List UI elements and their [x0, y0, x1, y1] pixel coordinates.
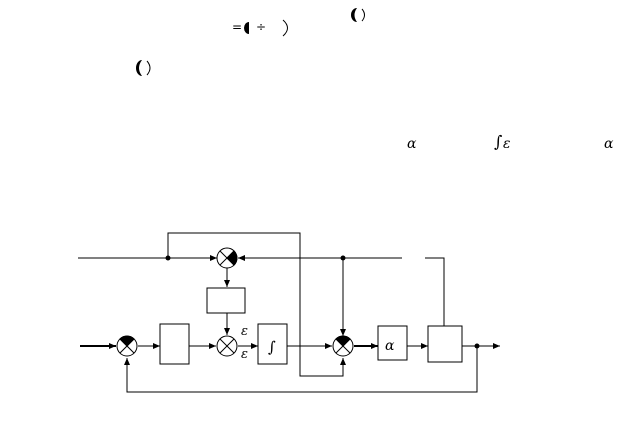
alpha-block	[377, 325, 408, 361]
sum-junction-input	[116, 335, 138, 357]
epsilon-label-upper: ε	[241, 324, 248, 339]
branch-dot-left	[165, 255, 171, 261]
plant-block	[427, 325, 463, 363]
controller-block	[159, 323, 190, 365]
alpha-symbol-1: α	[407, 136, 417, 152]
formula-equals: =	[232, 20, 243, 34]
integrator-label: ∫	[268, 338, 276, 356]
upper-gain-block	[206, 287, 246, 314]
crescent-glyph-left	[136, 60, 142, 76]
sum-junction-top	[216, 247, 238, 269]
epsilon-symbol: ε	[503, 136, 511, 152]
bottom-feedback-line	[124, 346, 478, 393]
plant-top-line	[425, 257, 445, 326]
branch-dot-output	[474, 343, 480, 349]
branch-dot-right	[340, 255, 346, 261]
integral-symbol: ∫	[494, 132, 503, 151]
formula-divide: ÷	[256, 20, 267, 34]
sum-junction-middle	[216, 335, 238, 357]
sum-junction-right	[332, 335, 354, 357]
alpha-symbol-2: α	[604, 136, 614, 152]
crescent-glyph-top	[351, 8, 357, 22]
left-bracket-glyph	[244, 22, 249, 34]
top-bypass-line	[167, 232, 346, 377]
integrator-block	[257, 323, 288, 365]
right-bracket-glyph	[282, 19, 288, 37]
alpha-label: α	[385, 338, 395, 354]
epsilon-label-lower: ε	[241, 347, 248, 362]
